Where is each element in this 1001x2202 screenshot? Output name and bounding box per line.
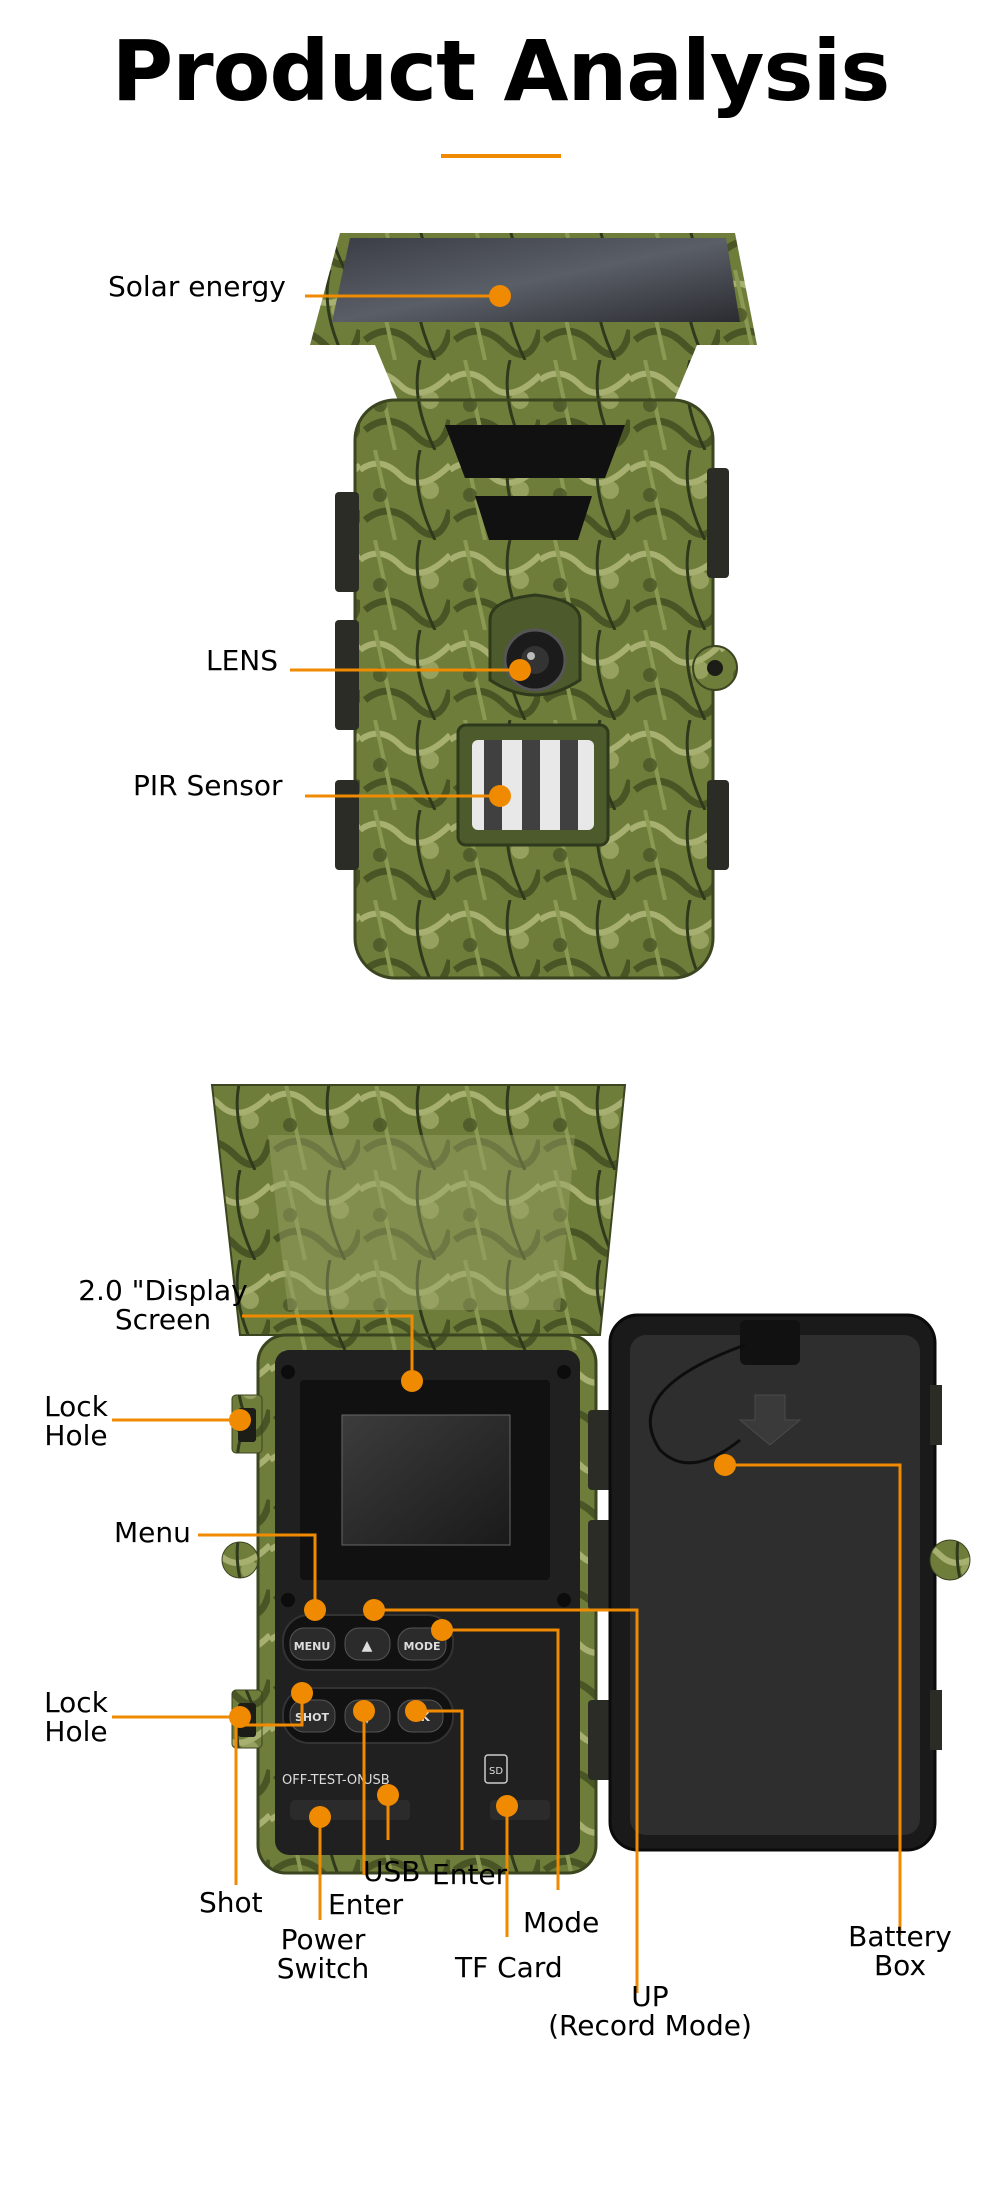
mode-button-text: MODE <box>404 1640 441 1653</box>
strap-right-top <box>707 468 729 578</box>
strap-left-mid <box>335 620 359 730</box>
strap-left-top <box>335 492 359 592</box>
arrow-icon <box>738 1394 802 1446</box>
label-lock-top-line1: Lock <box>44 1390 108 1423</box>
label-shot: Shot <box>199 1886 263 1919</box>
front-callouts <box>290 285 531 807</box>
menu-button-text: MENU <box>294 1640 331 1653</box>
solar-hood <box>375 345 697 415</box>
label-power-switch: Power Switch <box>263 1925 383 1984</box>
usb-port[interactable] <box>370 1800 410 1820</box>
label-battery-box: Battery Box <box>840 1922 960 1981</box>
label-solar-energy: Solar energy <box>108 270 286 303</box>
label-lock-bottom-line1: Lock <box>44 1686 108 1719</box>
label-battery-line1: Battery <box>848 1920 952 1953</box>
back-camera: MENU ▲ MODE SHOT ▼ OK OF <box>112 1084 971 1993</box>
sd-icon <box>484 1754 508 1784</box>
label-enter-down: Enter <box>328 1888 404 1921</box>
ir-window-top <box>445 425 625 478</box>
up-button-text: ▲ <box>362 1638 373 1654</box>
label-power-line2: Switch <box>276 1952 370 1986</box>
label-lens: LENS <box>206 644 279 677</box>
label-power-line1: Power <box>280 1923 366 1956</box>
label-usb: USB <box>363 1855 421 1888</box>
label-lock-top-line2: Hole <box>44 1419 108 1453</box>
power-switch-slot[interactable] <box>290 1800 380 1820</box>
display-screen <box>341 1414 511 1546</box>
label-tf-card: TF Card <box>455 1951 563 1984</box>
label-lock-bottom-line2: Hole <box>44 1715 108 1749</box>
label-display-line1: 2.0 "Display <box>78 1274 248 1307</box>
menu-button[interactable]: MENU <box>289 1627 336 1661</box>
page-title: Product Analysis <box>111 22 891 120</box>
label-enter-ok: Enter <box>432 1858 508 1891</box>
label-lock-hole-bottom: Lock Hole <box>36 1688 116 1747</box>
strap-right-bottom <box>707 780 729 870</box>
title-underline <box>441 154 561 158</box>
hinge-mid <box>588 1520 614 1610</box>
hinge-bottom <box>588 1700 614 1780</box>
front-camera <box>290 233 757 980</box>
label-display-screen: 2.0 "Display Screen <box>78 1276 248 1335</box>
label-up-line1: UP <box>631 1980 669 2013</box>
sd-silkscreen: SD <box>489 1766 503 1777</box>
shot-button[interactable]: SHOT <box>289 1699 336 1733</box>
switch-silkscreen: OFF-TEST-ON <box>282 1773 367 1788</box>
ir-window-bottom <box>475 496 592 540</box>
hinge-top <box>588 1410 614 1490</box>
label-menu: Menu <box>114 1516 191 1549</box>
usb-silkscreen: USB <box>363 1773 390 1788</box>
up-button[interactable]: ▲ <box>344 1627 391 1661</box>
label-up-record-mode: UP (Record Mode) <box>540 1982 760 2041</box>
back-callouts <box>112 1314 902 1993</box>
label-battery-line2: Box <box>873 1949 927 1983</box>
back-callout-dots <box>229 1370 736 1828</box>
label-pir-sensor: PIR Sensor <box>133 769 283 802</box>
label-mode: Mode <box>523 1906 600 1939</box>
label-up-line2: (Record Mode) <box>548 2009 752 2043</box>
label-display-line2: Screen <box>114 1303 212 1337</box>
back-hood <box>210 1084 627 1336</box>
label-lock-hole-top: Lock Hole <box>36 1392 116 1451</box>
strap-left-bottom <box>335 780 359 870</box>
solar-panel <box>332 238 740 322</box>
shot-button-text: SHOT <box>295 1711 329 1724</box>
